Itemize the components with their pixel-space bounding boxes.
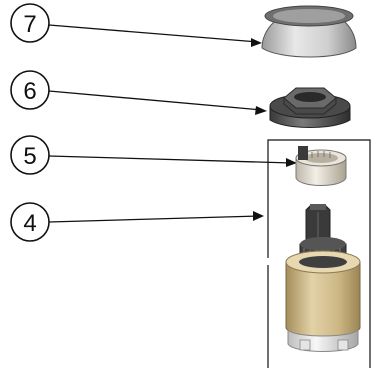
callout-7-circle xyxy=(10,3,50,43)
leader-line-4 xyxy=(48,215,260,223)
adapter-ring xyxy=(295,146,347,186)
arrowhead-4 xyxy=(253,211,264,221)
callout-5-group: 5 xyxy=(10,135,297,175)
callout-6-group: 6 xyxy=(10,70,267,115)
arrowhead-7 xyxy=(251,38,262,47)
callout-6-label: 6 xyxy=(23,78,36,105)
leader-line-5 xyxy=(48,155,293,164)
callout-5-circle xyxy=(10,135,50,175)
leader-line-7 xyxy=(48,24,259,43)
hex-nut xyxy=(269,87,351,128)
callout-7-label: 7 xyxy=(23,11,36,38)
leader-line-6 xyxy=(48,90,263,111)
callout-4-label: 4 xyxy=(23,210,36,237)
arrowhead-6 xyxy=(255,106,267,115)
callout-7-group: 7 xyxy=(10,3,262,47)
callout-4-group: 4 xyxy=(10,202,264,242)
cartridge xyxy=(285,204,361,352)
callout-5-label: 5 xyxy=(23,143,36,170)
callout-6-circle xyxy=(10,70,50,110)
assembly-bracket xyxy=(267,139,371,368)
decorative-cap xyxy=(261,5,357,58)
arrowhead-5 xyxy=(286,158,297,167)
